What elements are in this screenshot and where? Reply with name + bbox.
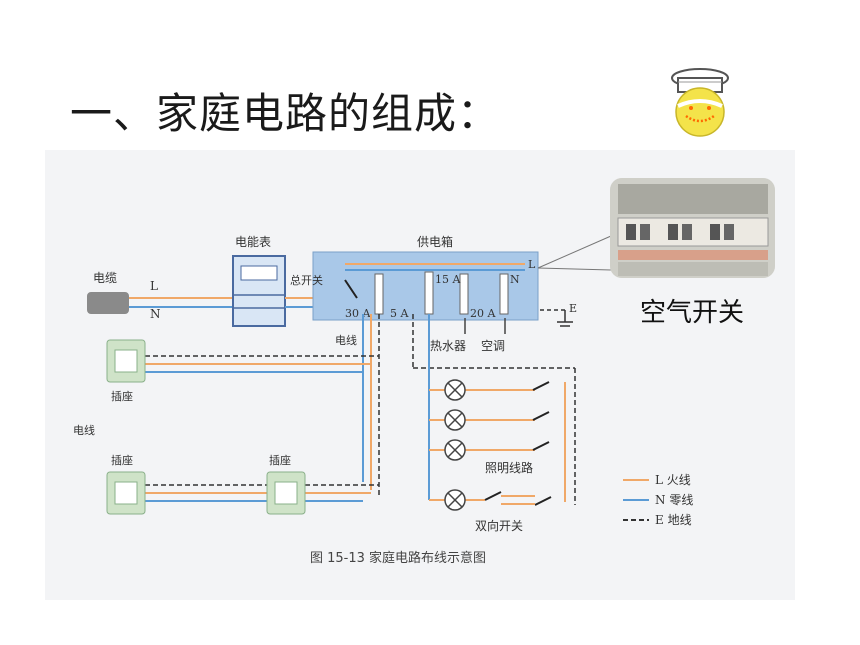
main-switch-icon (344, 279, 358, 299)
label-earth-letter: E (569, 302, 577, 315)
meter-display (240, 265, 278, 281)
label-socket-3: 插座 (269, 453, 291, 467)
breaker-20a (459, 273, 469, 315)
legend-neutral: N 零线 (655, 493, 693, 507)
label-breaker-20a: 20 A (470, 307, 496, 320)
label-cable: 电缆 (93, 271, 117, 285)
label-meter: 电能表 (235, 235, 271, 249)
legend-earth: E 地线 (655, 513, 692, 527)
inset-caption: 空气开关 (640, 298, 745, 328)
label-breaker-5a: 5 A (390, 307, 409, 320)
label-box-n: N (510, 273, 520, 286)
breaker-15a (424, 271, 434, 315)
lamp-icon (444, 409, 466, 431)
breaker-30a (374, 273, 384, 315)
label-neutral-letter: N (150, 307, 161, 321)
label-distribution-box: 供电箱 (417, 234, 453, 249)
label-socket-2: 插座 (111, 453, 133, 467)
label-wire-2: 电线 (73, 423, 95, 437)
label-main-switch: 总开关 (290, 273, 323, 287)
wiring-diagram-svg: 电缆 L N 电能表 供电箱 总开关 L N 30 A 15 A 5 A 20 … (73, 234, 693, 566)
page-title: 一、家庭电路的组成： (70, 89, 501, 138)
lamp-icon (444, 439, 466, 461)
smiley-chef-icon (671, 68, 729, 137)
legend: L 火线 N 零线 E 地线 (623, 473, 693, 527)
legend-live: L 火线 (655, 473, 691, 487)
label-breaker-30a: 30 A (345, 307, 371, 320)
breaker-5a (499, 273, 509, 315)
label-live-letter: L (150, 279, 158, 293)
figure-caption: 图 15-13 家庭电路布线示意图 (310, 550, 486, 566)
lamp-icon (444, 379, 466, 401)
wiring-diagram: 电缆 L N 电能表 供电箱 总开关 L N 30 A 15 A 5 A 20 … (45, 150, 795, 600)
label-wire-1: 电线 (335, 333, 357, 347)
label-air-conditioner: 空调 (481, 339, 505, 353)
lamp-icon (444, 489, 466, 511)
label-breaker-15a: 15 A (435, 273, 461, 286)
cable-icon (87, 292, 129, 314)
label-box-l: L (528, 258, 536, 271)
label-socket-1: 插座 (111, 389, 133, 403)
label-water-heater: 热水器 (430, 339, 466, 353)
label-two-way-switch: 双向开关 (475, 518, 523, 533)
label-lighting-circuit: 照明线路 (485, 460, 533, 475)
air-switch-photo (610, 178, 775, 278)
